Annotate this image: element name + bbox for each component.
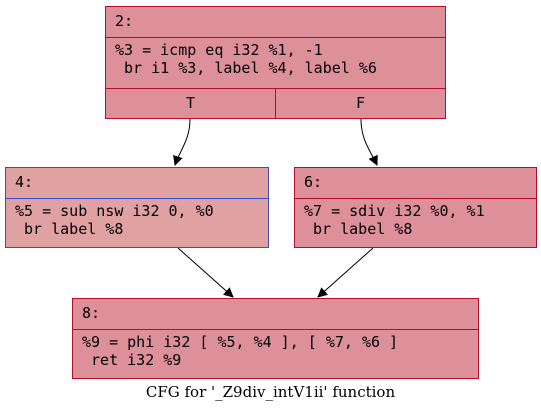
block-8: 8: %9 = phi i32 [ %5, %4 ], [ %7, %6 ] r… [72, 298, 479, 379]
block-2-branches: T F [106, 88, 445, 118]
edge-4-to-8 [177, 247, 234, 298]
block-8-label: 8: [73, 299, 478, 330]
block-2-label: 2: [106, 7, 445, 38]
block-2-instructions: %3 = icmp eq i32 %1, -1 br i1 %3, label … [115, 41, 377, 77]
branch-true-label: T [185, 94, 196, 112]
block-6-label: 6: [295, 168, 536, 199]
block-8-instructions: %9 = phi i32 [ %5, %4 ], [ %7, %6 ] ret … [82, 333, 399, 369]
edge-2-false-to-6 [360, 118, 378, 166]
block-6-instructions: %7 = sdiv i32 %0, %1 br label %8 [304, 202, 485, 238]
block-2: 2: %3 = icmp eq i32 %1, -1 br i1 %3, lab… [105, 6, 446, 119]
edge-2-true-to-4 [173, 118, 191, 166]
block-4: 4: %5 = sub nsw i32 0, %0 br label %8 [5, 167, 269, 248]
block-4-label: 4: [6, 168, 268, 199]
graph-caption: CFG for '_Z9div_intV1ii' function [145, 383, 396, 401]
block-4-instructions: %5 = sub nsw i32 0, %0 br label %8 [15, 202, 214, 238]
branch-false-label: F [275, 89, 445, 118]
edge-6-to-8 [317, 247, 374, 298]
block-6: 6: %7 = sdiv i32 %0, %1 br label %8 [294, 167, 537, 248]
